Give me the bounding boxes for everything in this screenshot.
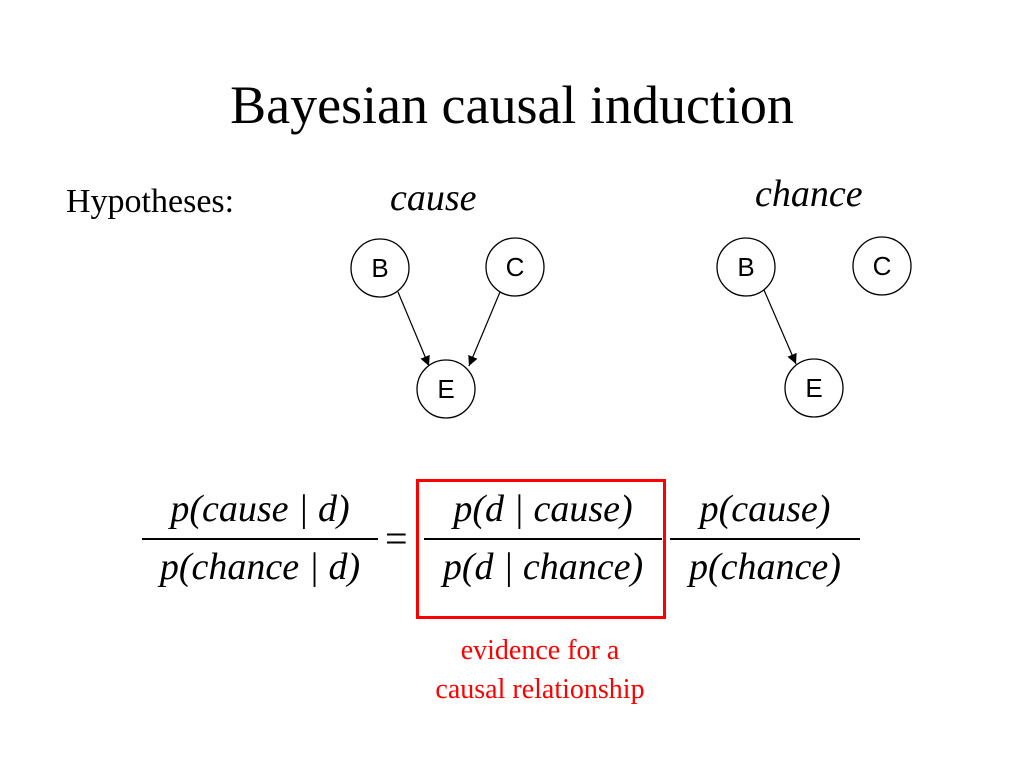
cause-node-c-label: C	[506, 252, 525, 282]
evidence-highlight-box	[416, 479, 666, 619]
chance-node-b: B	[716, 237, 776, 297]
slide-title: Bayesian causal induction	[230, 75, 794, 135]
chance-edge-b-e	[763, 289, 797, 365]
cause-hypothesis-label: cause	[390, 177, 477, 219]
posterior-numerator: p(cause | d)	[170, 488, 350, 530]
fraction-bar	[670, 538, 860, 540]
cause-edge-b-e	[397, 291, 430, 367]
fraction-bar	[424, 538, 662, 540]
cause-node-e: E	[416, 359, 476, 419]
cause-node-e-label: E	[437, 374, 454, 404]
chance-node-c: C	[852, 236, 912, 296]
fraction-bar	[142, 538, 378, 540]
chance-hypothesis-label: chance	[755, 173, 863, 215]
hypotheses-label: Hypotheses:	[66, 183, 235, 220]
cause-node-b: B	[350, 238, 410, 298]
cause-edge-c-e	[468, 291, 501, 367]
posterior-denominator: p(chance | d)	[159, 546, 361, 588]
chance-node-c-label: C	[873, 251, 892, 281]
prior-ratio: p(cause) p(chance)	[670, 486, 860, 596]
posterior-ratio: p(cause | d) p(chance | d)	[142, 486, 378, 596]
likelihood-denominator: p(d | chance)	[442, 546, 644, 588]
chance-node-b-label: B	[737, 252, 754, 282]
chance-node-e: E	[784, 358, 844, 418]
evidence-annotation-line-1: evidence for a	[460, 635, 620, 666]
chance-node-e-label: E	[805, 373, 822, 403]
evidence-annotation-line-2: causal relationship	[435, 674, 645, 705]
prior-denominator: p(chance)	[689, 546, 841, 588]
likelihood-ratio: p(d | cause) p(d | chance)	[424, 486, 662, 596]
prior-numerator: p(cause)	[699, 488, 831, 530]
equals-sign: =	[385, 516, 408, 561]
cause-node-c: C	[485, 237, 545, 297]
cause-node-b-label: B	[371, 253, 388, 283]
likelihood-numerator: p(d | cause)	[453, 488, 633, 530]
